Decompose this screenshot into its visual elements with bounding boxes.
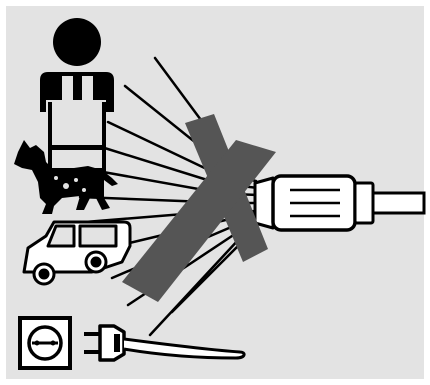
power-socket-icon xyxy=(20,318,70,368)
